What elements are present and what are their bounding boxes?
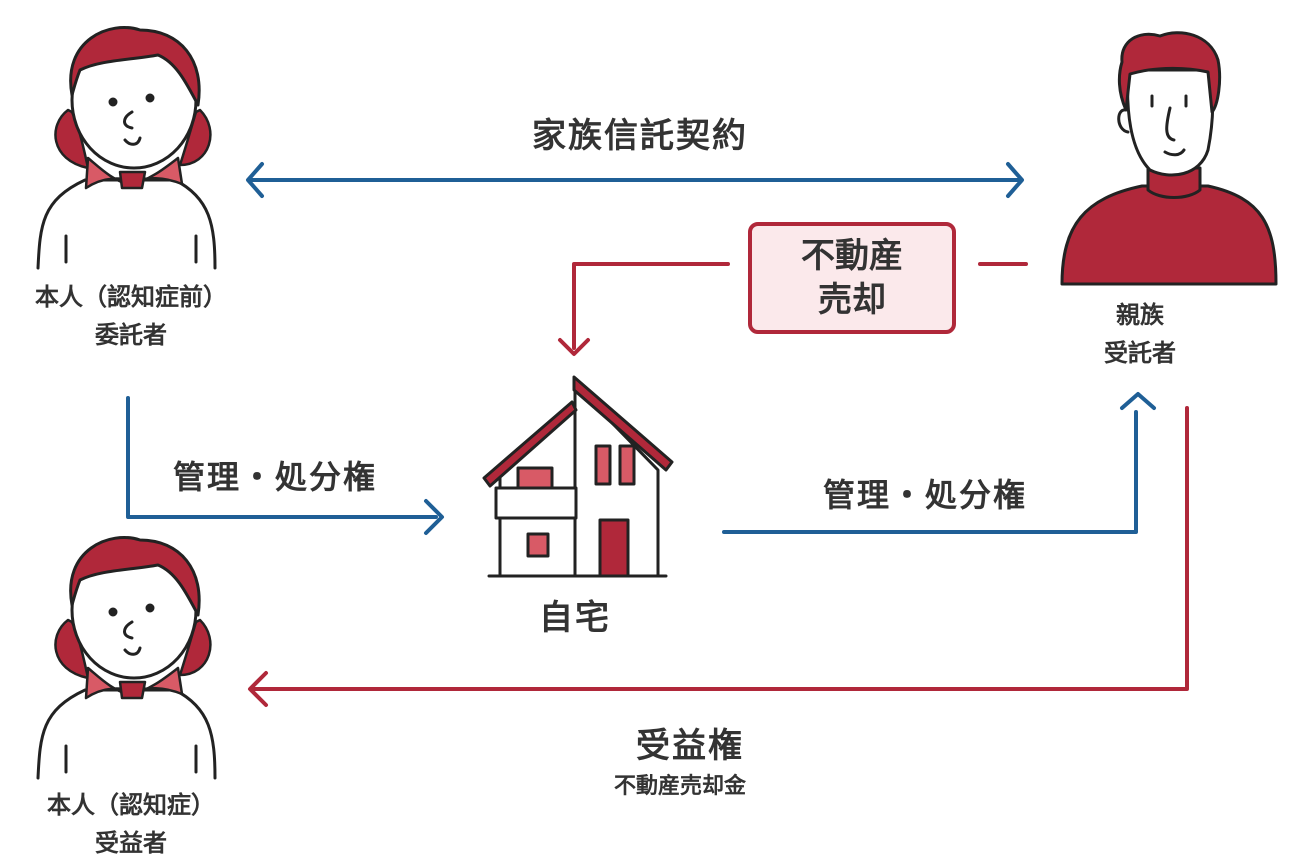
manage-left-label: 管理・処分権	[172, 458, 377, 496]
sale-box: 不動産 売却	[748, 222, 956, 334]
manage-left-arrow	[126, 396, 444, 535]
contract-label: 家族信託契約	[532, 116, 748, 156]
trustee-caption: 親族 受託者	[1080, 296, 1200, 372]
trustee-role: 親族	[1116, 301, 1164, 329]
sale-arrow	[558, 262, 1028, 356]
beneficiary-caption: 本人（認知症） 受益者	[0, 786, 262, 862]
beneficiary-role: 本人（認知症）	[47, 791, 215, 819]
benefit-label: 受益権	[636, 726, 744, 766]
beneficiary-figure	[36, 536, 217, 780]
settlor-figure	[36, 26, 217, 270]
settlor-caption: 本人（認知症前） 委託者	[0, 278, 262, 354]
home-icon	[482, 375, 674, 578]
contract-arrow	[246, 162, 1024, 198]
home-label: 自宅	[539, 598, 611, 638]
trustee-title: 受託者	[1104, 339, 1176, 367]
manage-right-label: 管理・処分権	[822, 476, 1027, 514]
benefit-arrow	[248, 406, 1189, 707]
trustee-figure	[1060, 31, 1278, 286]
manage-right-arrow	[722, 392, 1156, 534]
settlor-title: 委託者	[95, 321, 167, 349]
beneficiary-title: 受益者	[95, 829, 167, 857]
sale-box-label: 不動産 売却	[801, 236, 903, 320]
settlor-role: 本人（認知症前）	[35, 283, 227, 311]
benefit-sub-label: 不動産売却金	[613, 774, 746, 799]
